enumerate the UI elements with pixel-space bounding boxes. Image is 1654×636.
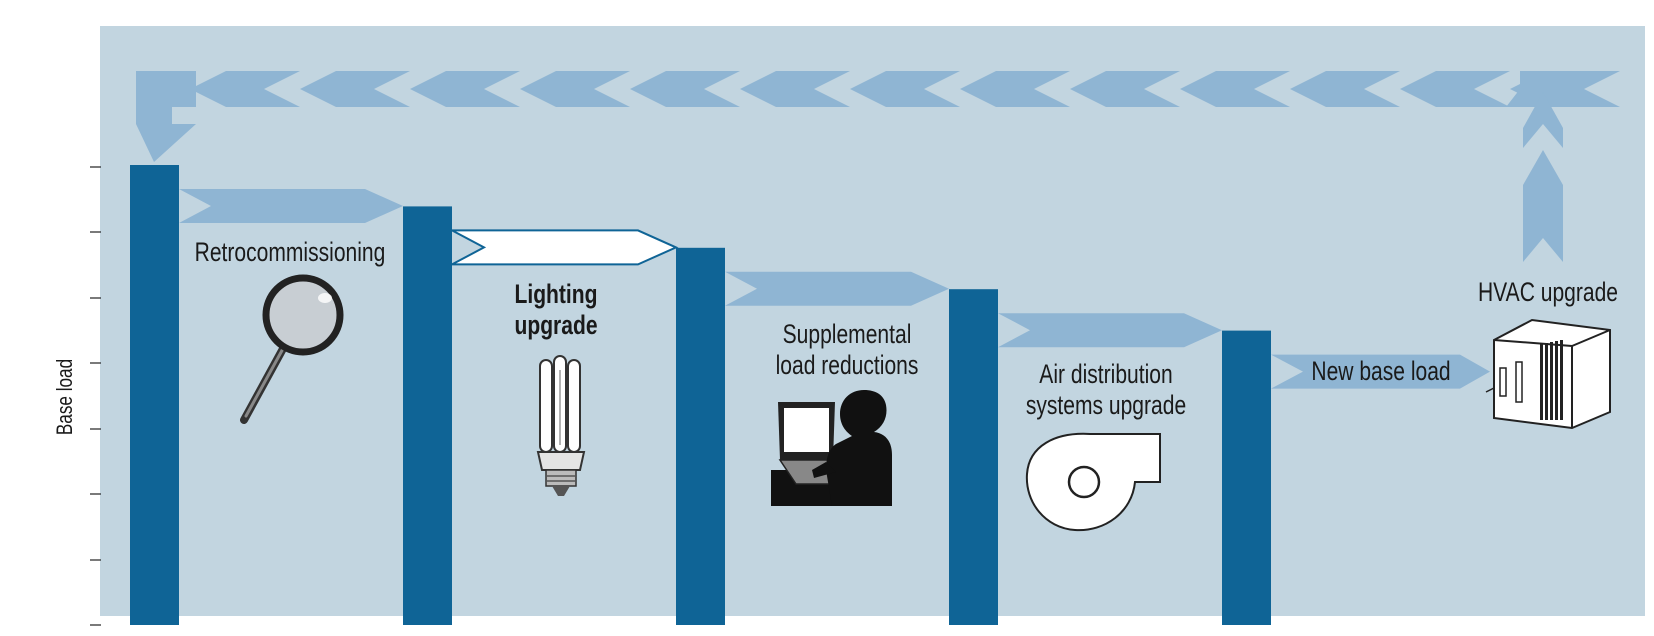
return-chevron-start bbox=[1506, 71, 1563, 107]
step-arrow-3 bbox=[725, 271, 949, 306]
feedback-loop bbox=[136, 71, 1620, 262]
loop-up-arrow-lower bbox=[1523, 150, 1563, 262]
step-arrow-5 bbox=[1271, 354, 1490, 389]
return-chevron bbox=[1180, 71, 1290, 107]
loop-up-arrow-upper bbox=[1523, 92, 1563, 148]
step-label-2-line-1: Lighting bbox=[514, 280, 597, 310]
cfl-bulb-icon bbox=[536, 355, 586, 496]
step-arrow-1 bbox=[179, 189, 403, 223]
return-chevron bbox=[190, 71, 300, 107]
blower-fan-icon bbox=[1025, 432, 1161, 532]
return-chevron bbox=[850, 71, 960, 107]
return-chevron bbox=[740, 71, 850, 107]
final-step-label-line-1: HVAC upgrade bbox=[1478, 278, 1618, 308]
return-chevron bbox=[520, 71, 630, 107]
person-at-computer-icon bbox=[771, 390, 892, 506]
return-chevron bbox=[1070, 71, 1180, 107]
base-load-bar-3 bbox=[676, 247, 725, 626]
base-load-bar-1 bbox=[130, 165, 179, 625]
return-chevron bbox=[960, 71, 1070, 107]
return-chevron bbox=[1290, 71, 1400, 107]
step-arrow-4 bbox=[998, 313, 1222, 348]
return-chevron bbox=[300, 71, 410, 107]
base-load-bars bbox=[130, 165, 1271, 626]
magnifying-glass-icon bbox=[240, 274, 344, 424]
step-label-3-line-1: Supplemental bbox=[783, 320, 912, 350]
step-label-3-line-2: load reductions bbox=[776, 351, 919, 381]
base-load-bar-2 bbox=[403, 206, 452, 625]
y-axis-ticks bbox=[90, 166, 101, 626]
base-load-bar-5 bbox=[1222, 330, 1271, 625]
step-label-1-line-1: Retrocommissioning bbox=[195, 238, 386, 268]
step-label-4-line-2: systems upgrade bbox=[1026, 391, 1186, 421]
return-chevron bbox=[630, 71, 740, 107]
step-label-2-line-2: upgrade bbox=[514, 311, 597, 341]
return-chevron bbox=[1400, 71, 1510, 107]
base-load-bar-4 bbox=[949, 289, 998, 625]
step-arrows bbox=[179, 189, 1490, 389]
return-chevrons bbox=[136, 71, 1620, 107]
return-chevron bbox=[410, 71, 520, 107]
step-label-5-line-1: New base load bbox=[1311, 357, 1450, 387]
step-label-4-line-1: Air distribution bbox=[1039, 360, 1172, 390]
hvac-unit-icon bbox=[1485, 318, 1611, 430]
loop-down-arrow bbox=[136, 71, 196, 162]
step-arrow-2 bbox=[451, 229, 679, 266]
y-axis-label: Base load bbox=[53, 359, 78, 435]
diagram-background bbox=[100, 26, 1645, 616]
